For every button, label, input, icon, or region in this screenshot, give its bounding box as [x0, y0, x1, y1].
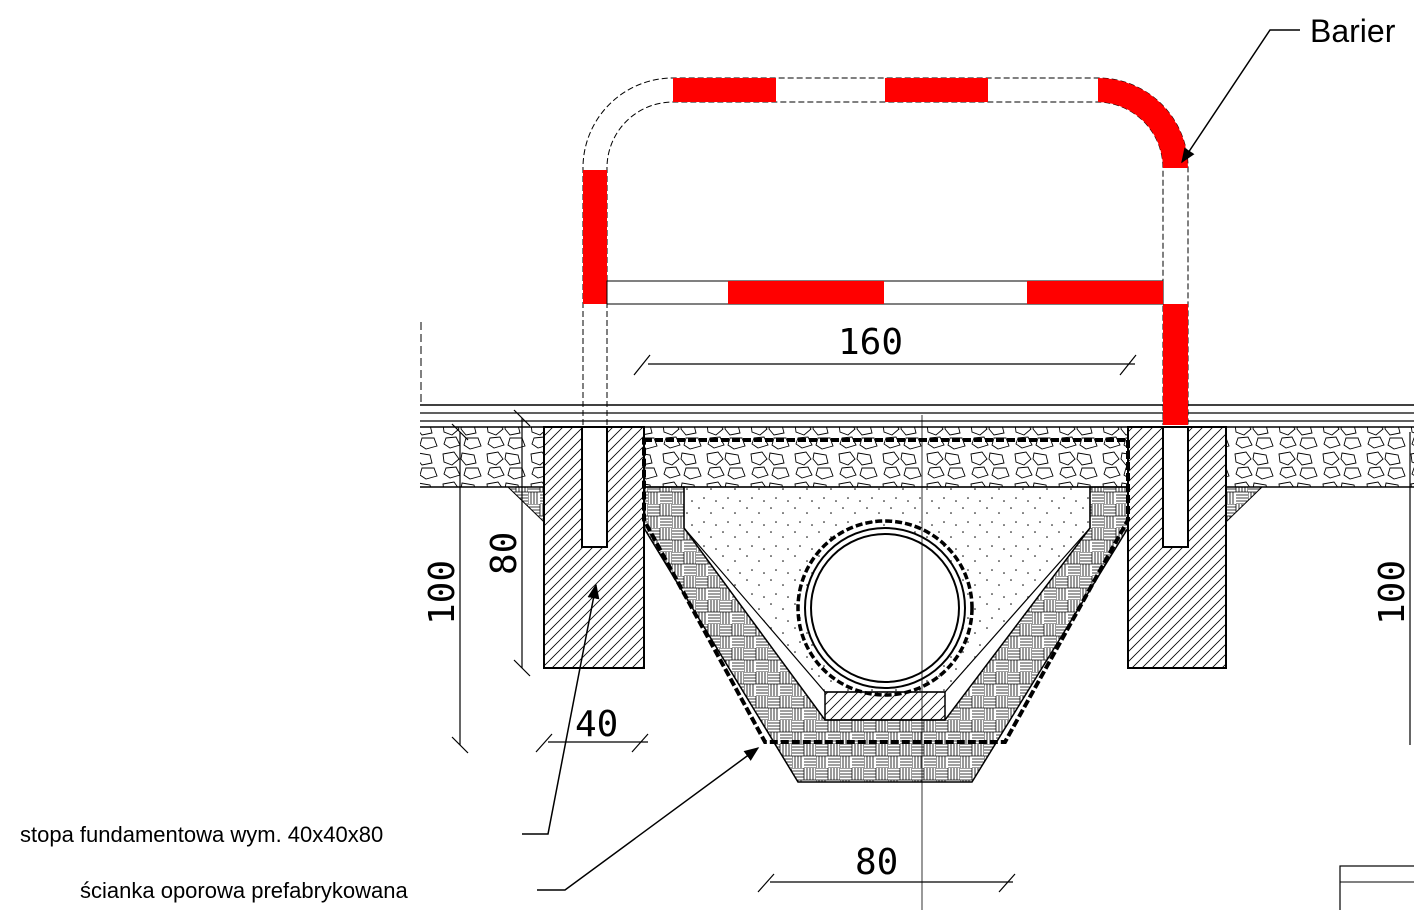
wall-note: ścianka oporowa prefabrykowana	[80, 878, 409, 903]
dimension-label-100-left: 100	[422, 560, 463, 625]
title-block-corner	[1339, 865, 1414, 910]
dimension-foundation-width: 40	[535, 704, 649, 753]
right-foundation-footing	[1127, 426, 1227, 669]
dimension-left-depth: 100	[420, 322, 469, 754]
foundation-callout: stopa fundamentowa wym. 40x40x80	[20, 583, 600, 847]
dimension-foundation-depth: 80	[484, 409, 531, 677]
barrier-callout: Barier	[1181, 13, 1396, 164]
barrier-label: Barier	[1310, 13, 1396, 49]
foundation-note: stopa fundamentowa wym. 40x40x80	[20, 822, 383, 847]
wall-callout: ścianka oporowa prefabrykowana	[80, 747, 760, 903]
dimension-trench-base: 80	[757, 842, 1016, 893]
gravel-base-layer	[420, 427, 1414, 524]
dimension-label-40: 40	[575, 704, 618, 745]
barrier	[582, 77, 1189, 425]
road-surface	[420, 404, 1414, 428]
left-foundation-footing	[543, 426, 645, 669]
dimension-label-160: 160	[838, 322, 903, 363]
dimension-label-100-right: 100	[1372, 560, 1413, 625]
dimension-right-depth: 100	[1372, 432, 1413, 745]
dimension-label-80-vertical: 80	[484, 532, 525, 575]
dimension-barrier-span: 160	[633, 322, 1137, 376]
dimension-label-80-horizontal: 80	[855, 842, 898, 883]
